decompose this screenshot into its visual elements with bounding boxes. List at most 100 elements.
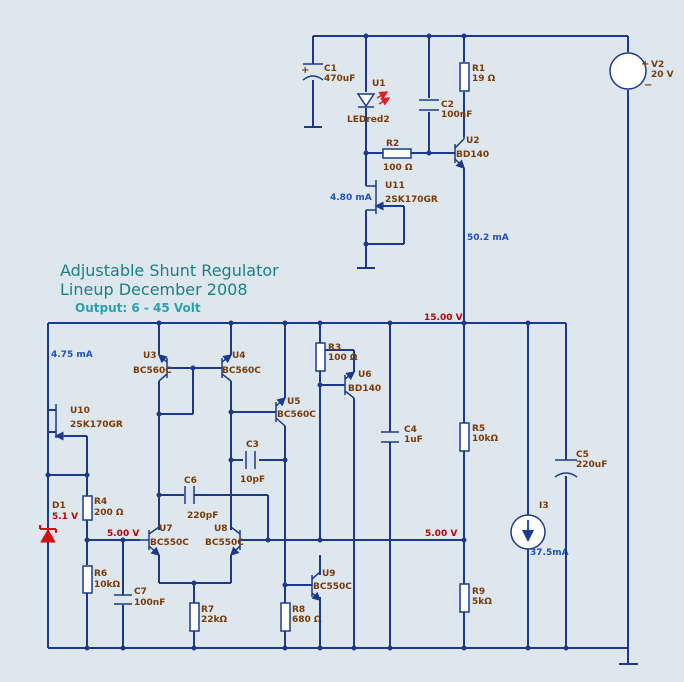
v2-minus: − bbox=[644, 80, 652, 91]
r2-value: 100 Ω bbox=[383, 163, 413, 173]
probe-voltage-rail: 15.00 V bbox=[424, 313, 463, 323]
r9-resistor: R9 5kΩ bbox=[459, 583, 492, 613]
u3-name: U3 bbox=[143, 351, 157, 361]
u10-name: U10 bbox=[70, 406, 90, 416]
u9-value: BC550C bbox=[313, 582, 352, 592]
r9-value: 5kΩ bbox=[472, 597, 492, 607]
v2-plus: + bbox=[641, 59, 649, 70]
d1-value: 5.1 V bbox=[52, 512, 78, 522]
u9-transistor: U9 BC550C bbox=[311, 555, 352, 601]
u9-name: U9 bbox=[322, 569, 336, 579]
r7-resistor: R7 22kΩ bbox=[189, 602, 228, 632]
r4-resistor: R4 200 Ω bbox=[82, 495, 124, 521]
c7-name: C7 bbox=[134, 587, 147, 597]
c2-name: C2 bbox=[441, 100, 454, 110]
c1-name: C1 bbox=[324, 64, 337, 74]
r3-value: 100 Ω bbox=[328, 353, 358, 363]
r1-resistor: R1 19 Ω bbox=[459, 62, 496, 92]
r3-resistor: R3 100 Ω bbox=[315, 342, 358, 372]
c6-capacitor: C6 220pF bbox=[184, 476, 218, 521]
r3-name: R3 bbox=[328, 343, 341, 353]
u7-value: BC550C bbox=[150, 538, 189, 548]
c2-capacitor: C2 100nF bbox=[419, 99, 472, 120]
probe-voltage-ref: 5.00 V bbox=[107, 529, 139, 539]
c4-value: 1uF bbox=[404, 435, 423, 445]
u1-value: LEDred2 bbox=[347, 115, 390, 125]
c5-value: 220uF bbox=[576, 460, 607, 470]
u1-led: U1 LEDred2 bbox=[347, 79, 391, 125]
u7-name: U7 bbox=[159, 524, 173, 534]
d1-name: D1 bbox=[52, 501, 66, 511]
r1-name: R1 bbox=[472, 64, 485, 74]
r7-name: R7 bbox=[201, 605, 214, 615]
junction-dots-top bbox=[363, 33, 467, 247]
r5-name: R5 bbox=[472, 424, 485, 434]
i3-name: I3 bbox=[539, 501, 549, 511]
c6-name: C6 bbox=[184, 476, 197, 486]
probe-voltage-fb: 5.00 V bbox=[425, 529, 457, 539]
c7-capacitor: C7 100nF bbox=[114, 587, 165, 608]
top-wires bbox=[304, 35, 638, 665]
c4-name: C4 bbox=[404, 425, 417, 435]
v2-value: 20 V bbox=[651, 70, 674, 80]
probe-current-u10: 4.75 mA bbox=[51, 350, 93, 360]
u11-value: 2SK170GR bbox=[385, 195, 438, 205]
junction-dots-u6 bbox=[317, 382, 323, 543]
v2-name: V2 bbox=[651, 60, 664, 70]
u11-jfet: U11 2SK170GR 4.80 mA bbox=[330, 180, 438, 214]
u4-value: BC560C bbox=[222, 366, 261, 376]
c5-capacitor: C5 220uF bbox=[554, 450, 607, 478]
mirror-wires bbox=[158, 323, 276, 530]
probe-current-r1: 50.2 mA bbox=[467, 233, 509, 243]
r5-value: 10kΩ bbox=[472, 434, 499, 444]
u11-name: U11 bbox=[385, 181, 405, 191]
d1-zener-diode: D1 5.1 V bbox=[39, 501, 78, 543]
u8-value: BC550C bbox=[205, 538, 244, 548]
c4-capacitor: C4 1uF bbox=[381, 425, 423, 445]
c1-capacitor: + C1 470uF bbox=[301, 63, 355, 84]
u6-wires bbox=[319, 323, 355, 648]
i3-value: 37.5mA bbox=[530, 548, 569, 558]
r2-name: R2 bbox=[386, 139, 399, 149]
u1-name: U1 bbox=[372, 79, 386, 89]
junction-dots-mirror bbox=[156, 365, 271, 543]
u2-value: BD140 bbox=[456, 150, 489, 160]
r8-name: R8 bbox=[292, 605, 305, 615]
r8-value: 680 Ω bbox=[292, 615, 322, 625]
r4-value: 200 Ω bbox=[94, 508, 124, 518]
junction-dots-left bbox=[45, 472, 126, 543]
r2-resistor: R2 100 Ω bbox=[382, 139, 413, 173]
u3-transistor: U3 BC560C bbox=[133, 351, 172, 382]
u8-transistor: U8 BC550C bbox=[205, 524, 244, 557]
c2-value: 100nF bbox=[441, 110, 472, 120]
u4-transistor: U4 BC560C bbox=[221, 351, 261, 382]
title-line2: Lineup December 2008 bbox=[60, 280, 248, 299]
u6-value: BD140 bbox=[348, 384, 381, 394]
c6-wires bbox=[159, 494, 269, 540]
r1-value: 19 Ω bbox=[472, 74, 496, 84]
probe-current-u11: 4.80 mA bbox=[330, 193, 372, 203]
c5-name: C5 bbox=[576, 450, 589, 460]
c3-capacitor: C3 10pF bbox=[240, 440, 265, 485]
u10-value: 2SK170GR bbox=[70, 420, 123, 430]
junction-dots-u5 bbox=[228, 457, 288, 588]
r8-resistor: R8 680 Ω bbox=[280, 602, 322, 632]
u5-name: U5 bbox=[287, 397, 301, 407]
c3-value: 10pF bbox=[240, 475, 265, 485]
u6-transistor: U6 BD140 bbox=[344, 370, 381, 399]
u2-name: U2 bbox=[466, 136, 480, 146]
r6-value: 10kΩ bbox=[94, 580, 121, 590]
u2-transistor: U2 BD140 bbox=[454, 136, 489, 170]
u6-name: U6 bbox=[358, 370, 372, 380]
v2-voltage-source: + − V2 20 V bbox=[609, 52, 674, 91]
c6-value: 220pF bbox=[187, 511, 218, 521]
r7-value: 22kΩ bbox=[201, 615, 228, 625]
output-range: Output: 6 - 45 Volt bbox=[75, 301, 201, 315]
u8-name: U8 bbox=[214, 524, 228, 534]
r6-resistor: R6 10kΩ bbox=[82, 565, 121, 594]
u5-transistor: U5 BC560C bbox=[275, 397, 316, 427]
c1-plus-sign: + bbox=[301, 65, 309, 76]
r4-name: R4 bbox=[94, 497, 107, 507]
u5-value: BC560C bbox=[277, 410, 316, 420]
